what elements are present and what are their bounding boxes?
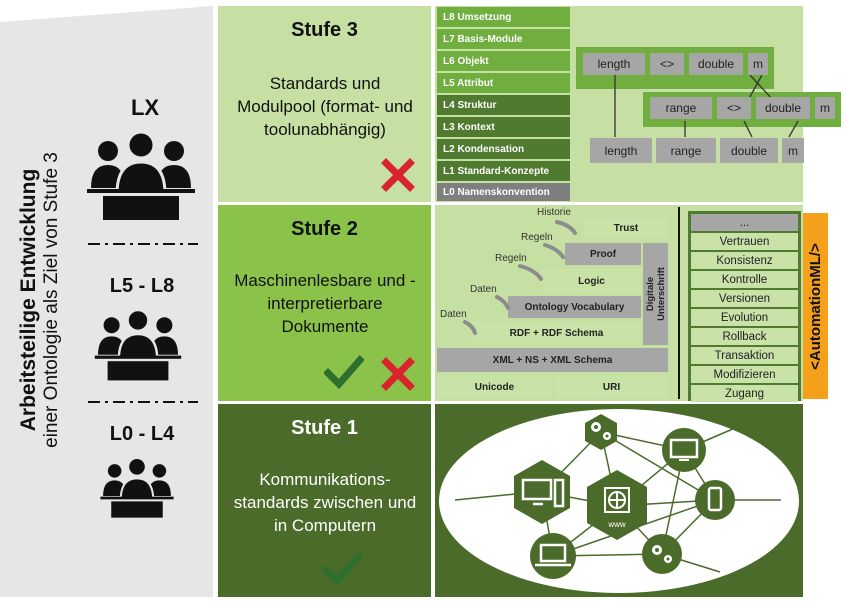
gears-icon — [591, 422, 611, 440]
box-neq-2: <> — [717, 97, 751, 119]
stufe3-description: Standards und Modulpool (format- und too… — [237, 73, 413, 139]
box-double-2: double — [756, 97, 810, 119]
cross-icon — [381, 158, 415, 192]
layer-trust: Trust — [584, 217, 668, 239]
box-double-1: double — [689, 53, 743, 75]
security-item-rollback: Rollback — [691, 328, 798, 345]
security-item-konsistenz: Konsistenz — [691, 252, 798, 269]
box-unit-2: m — [815, 97, 835, 119]
security-item-versionen: Versionen — [691, 290, 798, 307]
people-icon-small — [100, 458, 174, 518]
stufe1-title: Stufe 1 — [291, 416, 358, 439]
label-regeln-1: Regeln — [521, 232, 553, 243]
label-daten-2: Daten — [440, 309, 467, 320]
phone-icon — [707, 486, 723, 512]
www-icon — [604, 487, 630, 513]
check-icon — [324, 355, 364, 389]
layer-rdf: RDF + RDF Schema — [472, 321, 641, 345]
security-item-zugang: Zugang — [691, 385, 798, 402]
title-normal: einer Ontologie als Ziel von Stufe 3 — [41, 152, 62, 448]
people-icon-large — [87, 132, 195, 220]
monitor-icon — [669, 438, 699, 461]
automationml-label: <AutomationML/> — [807, 242, 825, 370]
box-double-3: double — [720, 138, 778, 163]
layer-proof: Proof — [565, 243, 641, 265]
box-length-3: length — [590, 138, 652, 163]
level-l7: L7 Basis-Module — [437, 29, 570, 49]
panel-divider — [678, 207, 680, 399]
left-panel-background — [0, 6, 213, 597]
dash-dot-divider — [88, 243, 198, 245]
layer-signature: Digitale Unterschrift — [643, 243, 668, 345]
group-label-l5-l8: L5 - L8 — [109, 274, 175, 297]
box-unit-1: m — [748, 53, 768, 75]
automationml-bar: <AutomationML/> — [803, 213, 828, 399]
box-range-3: range — [656, 138, 716, 163]
left-panel: Arbeitsteilige Entwicklung einer Ontolog… — [0, 0, 215, 597]
stufe3-text-panel: Stufe 3 Standards und Modulpool (format-… — [218, 6, 431, 202]
security-item-kontrolle: Kontrolle — [691, 271, 798, 288]
stufe1-text-panel: Stufe 1 Kommunikations-standards zwische… — [218, 404, 431, 597]
title-bold: Arbeitsteilige Entwicklung — [17, 168, 40, 432]
level-l3: L3 Kontext — [437, 117, 570, 137]
level-l0: L0 Namenskonvention — [437, 183, 570, 201]
layer-unicode: Unicode — [437, 375, 552, 399]
gears-icon — [652, 545, 672, 563]
label-daten-1: Daten — [470, 284, 497, 295]
box-neq-1: <> — [650, 53, 684, 75]
stufe3-title: Stufe 3 — [291, 18, 358, 41]
cross-icon — [381, 357, 415, 391]
vertical-title: Arbeitsteilige Entwicklung einer Ontolog… — [0, 0, 80, 597]
security-item-evolution: Evolution — [691, 309, 798, 326]
security-item-ellipsis: ... — [691, 214, 798, 231]
box-length-1: length — [583, 53, 645, 75]
desktop-icon — [521, 478, 565, 508]
group-label-l0-l4: L0 - L4 — [109, 422, 175, 445]
level-l4: L4 Struktur — [437, 95, 570, 115]
group-label-lx: LX — [130, 95, 160, 120]
level-l5: L5 Attribut — [437, 73, 570, 93]
layer-ontology: Ontology Vocabulary — [508, 296, 641, 318]
check-icon — [322, 552, 362, 586]
level-l1: L1 Standard-Konzepte — [437, 161, 570, 181]
security-item-vertrauen: Vertrauen — [691, 233, 798, 250]
stufe1-description: Kommunikations-standards zwischen und in… — [233, 469, 417, 535]
level-l2: L2 Kondensation — [437, 139, 570, 159]
security-item-modifizieren: Modifizieren — [691, 366, 798, 383]
security-item-transaktion: Transaktion — [691, 347, 798, 364]
stufe2-description: Maschinenlesbare und -interpretierbare D… — [234, 270, 416, 336]
layer-xml: XML + NS + XML Schema — [437, 348, 668, 372]
box-unit-3: m — [782, 138, 804, 163]
network-panel: www — [435, 404, 803, 597]
stufe2-title: Stufe 2 — [291, 217, 358, 240]
www-label: www — [608, 519, 626, 529]
layer-uri: URI — [555, 375, 668, 399]
network-diagram — [439, 409, 799, 593]
layer-logic: Logic — [542, 269, 641, 293]
label-arrows — [463, 220, 577, 335]
stufe2-text-panel: Stufe 2 Maschinenlesbare und -interpreti… — [218, 205, 431, 401]
label-historie: Historie — [537, 207, 571, 218]
level-l6: L6 Objekt — [437, 51, 570, 71]
level-l8: L8 Umsetzung — [437, 7, 570, 27]
box-range-2: range — [650, 97, 712, 119]
label-regeln-2: Regeln — [495, 253, 527, 264]
people-icon-medium — [94, 310, 182, 381]
dash-dot-divider — [88, 401, 198, 403]
laptop-icon — [535, 543, 571, 567]
